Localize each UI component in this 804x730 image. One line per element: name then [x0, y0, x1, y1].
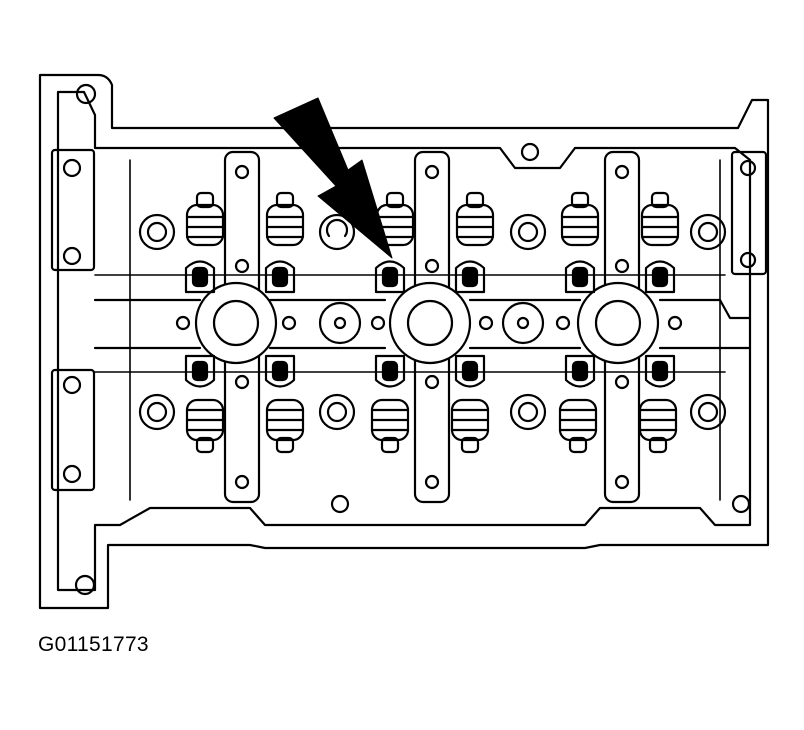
bearing-outer-ring	[576, 281, 660, 365]
strap-bolt	[234, 474, 250, 490]
valve-springs-lower	[185, 398, 678, 454]
mount-bolt	[739, 251, 757, 269]
strap-bolt	[424, 164, 440, 180]
spark-plug-well	[318, 301, 362, 345]
right-mount-block	[730, 150, 768, 276]
pointer-arrow-icon	[273, 97, 393, 259]
strap-bolt	[234, 258, 250, 274]
bearing-cap-ears	[184, 260, 676, 388]
housing-bolt	[520, 142, 540, 162]
guide-lines	[94, 159, 726, 501]
strap-bolt	[234, 164, 250, 180]
mount-bolt	[62, 158, 82, 178]
housing-bolt	[330, 494, 350, 514]
head-bolts	[138, 213, 727, 431]
housing-inner-outline	[56, 90, 752, 592]
spark-plug-well	[501, 301, 545, 345]
mount-bolt	[62, 246, 82, 266]
strap-bolt	[424, 258, 440, 274]
rail-bolt	[175, 315, 191, 331]
strap-bolt	[614, 474, 630, 490]
rail-bolt	[478, 315, 494, 331]
bearing-cap-bolts	[191, 266, 669, 382]
bearing-outer-ring	[388, 281, 472, 365]
strap-bolt	[614, 164, 630, 180]
rail-bolt	[555, 315, 571, 331]
spark-plug-center	[333, 316, 347, 330]
housing-bolt	[74, 574, 96, 596]
mount-bolt	[739, 159, 757, 177]
center-rail	[93, 298, 752, 350]
cylinder-head-diagram	[38, 73, 770, 610]
mount-bolt	[62, 464, 82, 484]
housing-bolt	[731, 494, 751, 514]
strap-bolt	[234, 374, 250, 390]
bearing-bore	[594, 299, 642, 347]
bearing-bore	[212, 299, 260, 347]
housing-bolt	[75, 83, 97, 105]
bearing-bore	[406, 299, 454, 347]
mount-bolt	[62, 375, 82, 395]
bearing-outer-ring	[194, 281, 278, 365]
left-mount-block	[50, 368, 96, 492]
camshaft-bores	[175, 281, 683, 365]
rail-bolt	[281, 315, 297, 331]
strap-bolt	[614, 374, 630, 390]
spark-plug-center	[516, 316, 530, 330]
rail-bolt	[370, 315, 386, 331]
rail-bolt	[667, 315, 683, 331]
left-mount-block	[50, 148, 96, 272]
housing-outer-outline	[38, 73, 770, 610]
figure-id-label: G01151773	[38, 633, 149, 656]
strap-bolt	[424, 474, 440, 490]
strap-bolt	[424, 374, 440, 390]
strap-bolt	[614, 258, 630, 274]
